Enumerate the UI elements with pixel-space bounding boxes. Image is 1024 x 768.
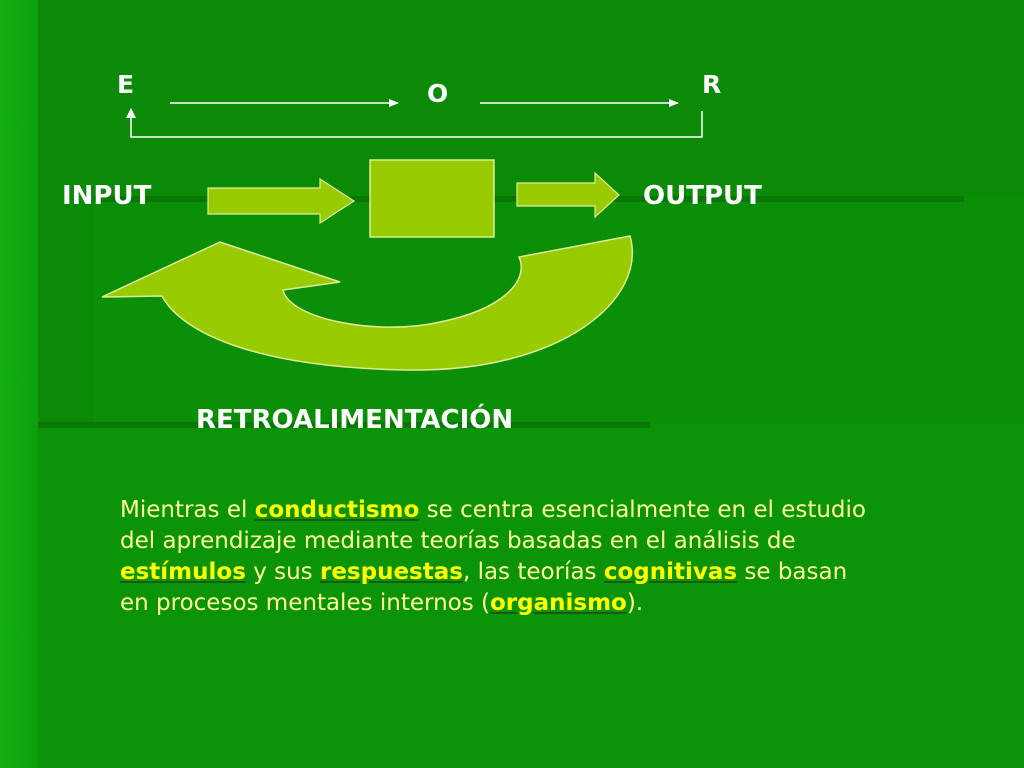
label-output: OUTPUT [643,181,762,211]
paragraph-text: Mientras el [120,497,255,523]
input-arrow [207,177,356,225]
background-panel-lower [38,424,1024,768]
keyword-respuestas: respuestas [319,559,463,585]
divider-line-lower [38,422,650,428]
feedback-bracket-arrowhead [126,108,136,118]
paragraph-text: y sus [245,559,320,585]
label-e: E [117,70,135,99]
keyword-estimulos: estímulos [120,559,246,585]
feedback-curved-arrow [101,235,633,371]
label-o: O [427,79,449,108]
description-paragraph: Mientras el conductismo se centra esenci… [120,495,880,619]
label-input: INPUT [62,181,152,211]
feedback-bracket-line [130,111,703,138]
label-feedback: RETROALIMENTACIÓN [196,405,514,435]
paragraph-text: se centra esencialmente en el estudio de… [120,497,866,554]
label-r: R [702,70,722,99]
output-arrow [516,171,620,219]
paragraph-text: se basan en procesos mentales internos ( [120,559,848,616]
process-box [369,159,495,238]
keyword-conductismo: conductismo [254,497,420,523]
keyword-organismo: organismo [490,590,627,616]
paragraph-text: ). [626,590,644,616]
keyword-cognitivas: cognitivas [603,559,738,585]
background-stripe [0,0,38,768]
paragraph-text: , las teorías [462,559,604,585]
